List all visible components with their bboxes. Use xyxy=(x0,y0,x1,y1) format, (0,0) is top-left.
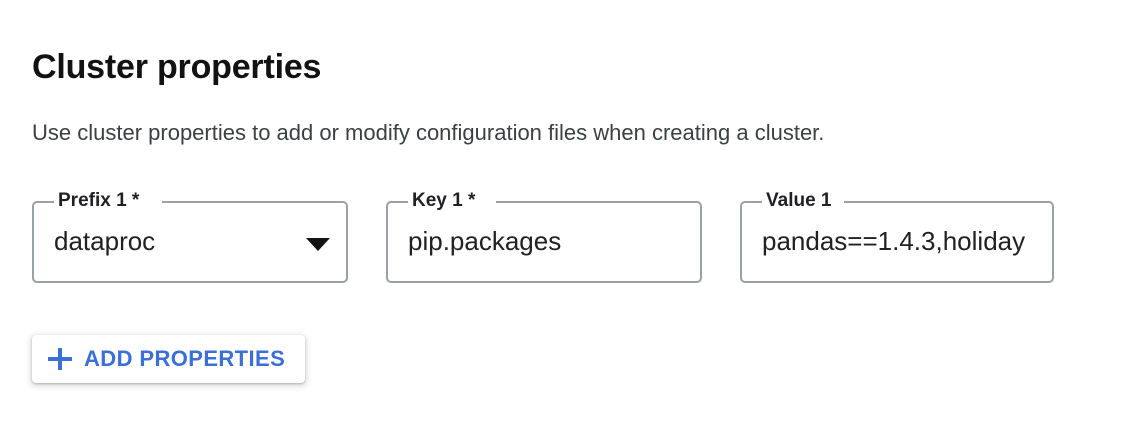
page-description: Use cluster properties to add or modify … xyxy=(32,120,825,145)
chevron-down-icon[interactable] xyxy=(306,238,330,251)
prefix-1-value: dataproc xyxy=(54,226,156,256)
value-1-value: pandas==1.4.3,holiday xyxy=(762,226,1026,256)
add-properties-label: ADD PROPERTIES xyxy=(84,346,286,371)
key-1-label: Key 1 * xyxy=(412,190,476,211)
value-1-label: Value 1 xyxy=(766,190,832,211)
add-properties-button[interactable]: ADD PROPERTIES xyxy=(32,335,306,383)
key-1-input[interactable]: Key 1 * pip.packages xyxy=(386,190,702,283)
key-1-value: pip.packages xyxy=(408,226,562,256)
prefix-1-select[interactable]: Prefix 1 * dataproc xyxy=(32,190,348,283)
page-title: Cluster properties xyxy=(32,47,322,86)
prefix-1-label: Prefix 1 * xyxy=(58,190,140,211)
value-1-input[interactable]: Value 1 pandas==1.4.3,holiday xyxy=(740,190,1054,283)
plus-icon xyxy=(48,347,72,371)
